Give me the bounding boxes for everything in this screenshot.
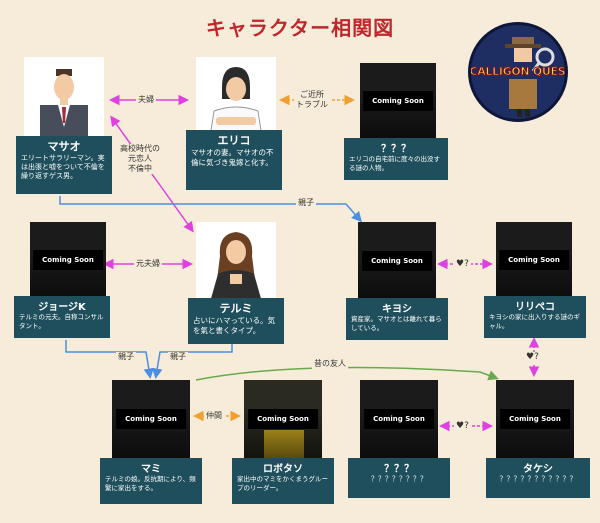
character-desc: ？？？？？？？？？？？ bbox=[499, 475, 577, 483]
character-desc: 家出中のマミをかくまうグループのリーダー。 bbox=[237, 475, 328, 492]
character-desc: マサオの妻。マサオの不倫に気づき鬼嫁と化す。 bbox=[191, 148, 274, 167]
character-desc: テルミの娘。反抗期により、頻繁に家出をする。 bbox=[105, 475, 196, 492]
character-name: キヨシ bbox=[382, 304, 412, 315]
character-desc: エリートサラリーマン。実は出張と嘘をついて不倫を繰り返すゲス男。 bbox=[21, 154, 105, 181]
george-portrait: Coming Soon bbox=[30, 222, 106, 298]
character-name: マサオ bbox=[47, 140, 81, 153]
character-card-terumi[interactable]: テルミ 占いにハマっている。気を氣と書くタイプ。 bbox=[188, 298, 284, 344]
ririneko-portrait: Coming Soon bbox=[496, 222, 572, 298]
logo-text: CALLIGON QUEST bbox=[469, 65, 568, 79]
character-name: エリコ bbox=[217, 134, 251, 147]
game-logo: CALLIGON QUEST bbox=[468, 22, 568, 122]
kiyoshi-portrait: Coming Soon bbox=[358, 222, 436, 300]
character-name: ？？？ bbox=[384, 464, 414, 475]
relation-label-ex-husband: 元夫婦 bbox=[134, 259, 162, 269]
page-title: キャラクター相関図 bbox=[205, 16, 395, 40]
character-desc: 資産家。マサオとは離れて暮らしている。 bbox=[351, 315, 442, 332]
woman-long-hair-icon bbox=[210, 232, 262, 302]
character-name: ？？？ bbox=[381, 144, 411, 155]
line-oyako-terumi bbox=[152, 344, 233, 379]
relation-label-old-friend: 昔の友人 bbox=[312, 359, 348, 369]
character-card-ririneko[interactable]: リリペコ キヨシの家に出入りする謎のギャル。 bbox=[484, 296, 586, 338]
relation-label-oyako: 親子 bbox=[296, 198, 316, 208]
relation-label-love-3: ♥? bbox=[454, 421, 471, 433]
woman-arms-crossed-icon bbox=[209, 67, 263, 137]
character-name: マミ bbox=[141, 464, 161, 475]
character-desc: エリコの自宅前に度々の出没する謎の人物。 bbox=[349, 155, 440, 172]
character-name: タケシ bbox=[523, 464, 553, 475]
relation-label-love-1: ♥? bbox=[454, 259, 471, 271]
line-old-friend bbox=[195, 366, 499, 381]
relation-label-love-2: ♥? bbox=[524, 352, 541, 364]
coming-soon-label: Coming Soon bbox=[116, 409, 186, 429]
line-ex-lover bbox=[110, 115, 194, 233]
relation-label-ex-lover: 高校時代の 元恋人 不倫中 bbox=[118, 144, 162, 174]
character-card-robotaso[interactable]: ロボタソ 家出中のマミをかくまうグループのリーダー。 bbox=[232, 458, 334, 504]
coming-soon-label: Coming Soon bbox=[33, 250, 103, 270]
masao-portrait bbox=[24, 57, 104, 137]
relation-label-oyako-right: 親子 bbox=[168, 352, 188, 362]
coming-soon-label: Coming Soon bbox=[500, 409, 570, 429]
unknown1-portrait: Coming Soon bbox=[360, 63, 436, 139]
character-desc: ？？？？？？？？ bbox=[371, 475, 427, 483]
terumi-portrait bbox=[196, 222, 276, 302]
coming-soon-label: Coming Soon bbox=[362, 251, 432, 271]
character-card-takeshi[interactable]: タケシ ？？？？？？？？？？？ bbox=[486, 458, 590, 498]
character-name: リリペコ bbox=[515, 302, 555, 313]
character-card-unknown1[interactable]: ？？？ エリコの自宅前に度々の出没する謎の人物。 bbox=[344, 138, 448, 180]
relation-label-fuufu: 夫婦 bbox=[136, 95, 156, 105]
character-desc: 占いにハマっている。気を氣と書くタイプ。 bbox=[193, 316, 276, 335]
character-name: ロボタソ bbox=[263, 464, 303, 475]
relation-label-neighbor: ご近所 トラブル bbox=[294, 90, 330, 110]
coming-soon-label: Coming Soon bbox=[248, 409, 318, 429]
line-oyako-george bbox=[65, 340, 154, 379]
character-desc: テルミの元夫。自称コンサルタント。 bbox=[19, 313, 104, 330]
character-card-kiyoshi[interactable]: キヨシ 資産家。マサオとは離れて暮らしている。 bbox=[346, 298, 448, 340]
robotaso-portrait: Coming Soon bbox=[244, 380, 322, 458]
coming-soon-label: Coming Soon bbox=[499, 250, 569, 270]
character-card-masao[interactable]: マサオ エリートサラリーマン。実は出張と嘘をついて不倫を繰り返すゲス男。 bbox=[16, 136, 112, 194]
mami-portrait: Coming Soon bbox=[112, 380, 190, 458]
character-name: ジョージK bbox=[38, 302, 86, 313]
detective-icon bbox=[505, 37, 555, 117]
character-card-unknown2[interactable]: ？？？ ？？？？？？？？ bbox=[348, 458, 450, 498]
man-in-suit-icon bbox=[40, 69, 88, 137]
relation-label-nakama: 仲間 bbox=[204, 411, 224, 421]
relation-label-oyako-left: 親子 bbox=[116, 352, 136, 362]
line-oyako-kiyoshi bbox=[59, 196, 362, 223]
character-name: テルミ bbox=[219, 302, 253, 315]
character-card-mami[interactable]: マミ テルミの娘。反抗期により、頻繁に家出をする。 bbox=[100, 458, 202, 504]
character-card-eriko[interactable]: エリコ マサオの妻。マサオの不倫に気づき鬼嫁と化す。 bbox=[186, 130, 282, 190]
takeshi-portrait: Coming Soon bbox=[496, 380, 574, 458]
coming-soon-label: Coming Soon bbox=[363, 91, 433, 111]
eriko-portrait bbox=[196, 57, 276, 137]
character-card-george[interactable]: ジョージK テルミの元夫。自称コンサルタント。 bbox=[14, 296, 110, 338]
character-desc: キヨシの家に出入りする謎のギャル。 bbox=[489, 313, 580, 330]
unknown2-portrait: Coming Soon bbox=[360, 380, 438, 458]
coming-soon-label: Coming Soon bbox=[364, 409, 434, 429]
